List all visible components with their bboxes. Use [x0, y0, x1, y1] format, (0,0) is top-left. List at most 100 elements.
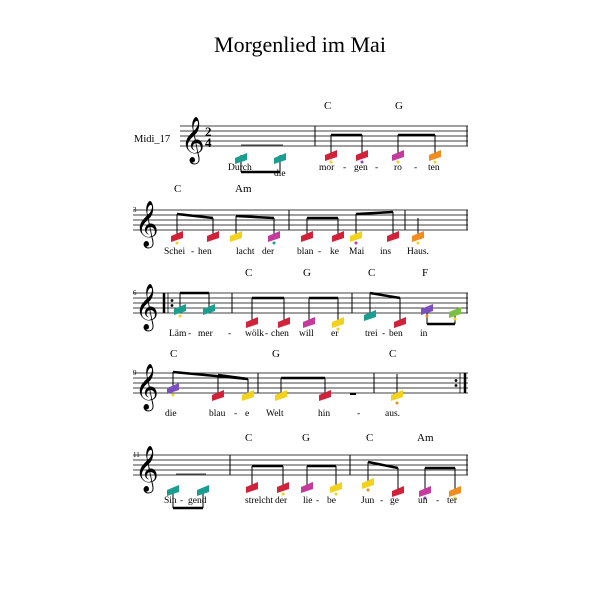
lyric-syllable: Sin [164, 496, 177, 506]
treble-clef-icon: 𝄞 [135, 364, 159, 412]
lyric-syllable: - [318, 247, 321, 257]
chord-symbol: C [366, 432, 373, 444]
notes [235, 133, 441, 174]
instrument-label: Midi_17 [134, 134, 170, 145]
lyric-syllable: trei [365, 329, 378, 339]
system-3: 6 𝄞 C G C F [133, 267, 468, 339]
chord-symbol: C [389, 348, 396, 360]
system-2: 3 𝄞 C Am [133, 183, 468, 257]
staff-lines [180, 125, 468, 147]
lyric-syllable: - [414, 163, 417, 173]
lyric-syllable: e [245, 409, 249, 419]
lyric-syllable: - [316, 496, 319, 506]
notes [174, 291, 461, 331]
lyric-syllable: Durch [228, 163, 252, 173]
lyric-syllable: - [191, 247, 194, 257]
lyric-syllable: ter [447, 496, 458, 506]
lyric-syllable: mer [198, 329, 214, 339]
chord-symbol: C [170, 348, 177, 360]
chord-symbols: C G C F [245, 267, 428, 279]
treble-clef-icon: 𝄞 [135, 446, 159, 494]
chord-symbols: C Am [174, 183, 252, 195]
lyric-syllable: blan [297, 247, 314, 257]
lyric-syllable: - [343, 163, 346, 173]
song-title: Morgenlied im Mai [214, 32, 386, 57]
lyric-syllable: be [327, 496, 336, 506]
lyric-syllable: - [180, 496, 183, 506]
lyric-syllable: - [188, 329, 191, 339]
lyrics: Durch die mor - gen - ro - ten [228, 163, 440, 179]
lyric-syllable: - [228, 329, 231, 339]
chord-symbol: C [324, 100, 331, 112]
treble-clef-icon: 𝄞 [181, 117, 205, 165]
chord-symbols: C G [324, 100, 403, 112]
lyrics: Läm - mer - wölk - chen will er trei - b… [169, 329, 428, 339]
lyric-syllable: er [331, 329, 339, 339]
staff-lines [133, 372, 468, 394]
notes [171, 210, 424, 245]
lyric-syllable: wölk [245, 329, 264, 339]
lyric-syllable: - [380, 496, 383, 506]
lyrics: Schei - hen lacht der blan - ke Mai ins … [164, 247, 429, 257]
lyrics: Sin - gend strelcht der lie - be Jun - g… [164, 496, 458, 506]
barlines [229, 455, 468, 475]
system-5: 11 𝄞 C G C Am [133, 432, 468, 510]
chord-symbol: Am [235, 183, 252, 195]
notes [167, 370, 403, 405]
notes [167, 460, 461, 510]
chord-symbols: C G C [170, 348, 396, 360]
treble-clef-icon: 𝄞 [135, 201, 159, 249]
lyric-syllable: - [234, 409, 237, 419]
lyric-syllable: mor [319, 163, 335, 173]
lyric-syllable: - [265, 329, 268, 339]
lyric-syllable: - [357, 409, 360, 419]
lyric-syllable: ben [389, 329, 403, 339]
lyric-syllable: die [165, 409, 177, 419]
lyric-syllable: - [436, 496, 439, 506]
barlines [231, 293, 468, 313]
lyrics: die blau - e Welt hin - aus. [165, 409, 400, 419]
chord-symbol: C [245, 267, 252, 279]
lyric-syllable: chen [271, 329, 289, 339]
lyric-syllable: - [375, 163, 378, 173]
system-1: Midi_17 𝄞 2 4 C G [134, 100, 468, 179]
lyric-syllable: der [262, 247, 275, 257]
lyric-syllable: in [420, 329, 428, 339]
barlines [257, 373, 375, 393]
chord-symbol: G [272, 348, 280, 360]
lyric-syllable: Schei [164, 247, 185, 257]
barlines [314, 126, 468, 146]
lyric-syllable: blau [209, 409, 226, 419]
chord-symbols: C G C Am [245, 432, 434, 444]
lyric-syllable: strelcht [245, 496, 273, 506]
lyric-syllable: ge [390, 496, 399, 506]
lyric-syllable: ten [428, 163, 440, 173]
system-4: 9 𝄞 C G C [133, 348, 468, 419]
treble-clef-icon: 𝄞 [135, 284, 159, 332]
lyric-syllable: gend [188, 496, 207, 506]
barlines [288, 210, 468, 230]
time-signature-top: 2 [205, 124, 212, 139]
lyric-syllable: Läm [169, 329, 187, 339]
repeat-end-barline [454, 373, 467, 393]
lyric-syllable: aus. [385, 409, 400, 419]
lyric-syllable: hin [318, 409, 330, 419]
staff-lines [133, 454, 468, 476]
chord-symbol: G [302, 432, 310, 444]
lyric-syllable: gen [354, 163, 368, 173]
lyric-syllable: will [299, 329, 314, 339]
lyric-syllable: Jun [361, 496, 374, 506]
lyric-syllable: die [274, 169, 286, 179]
chord-symbol: Am [417, 432, 434, 444]
chord-symbol: F [422, 267, 428, 279]
chord-symbol: G [395, 100, 403, 112]
repeat-start-barline [162, 293, 174, 313]
lyric-syllable: Haus. [407, 247, 429, 257]
lyric-syllable: ro [394, 163, 402, 173]
lyric-syllable: der [275, 496, 288, 506]
lyric-syllable: hen [198, 247, 212, 257]
lyric-syllable: ke [330, 247, 339, 257]
time-signature-bottom: 4 [205, 135, 212, 150]
lyric-syllable: lacht [236, 247, 255, 257]
